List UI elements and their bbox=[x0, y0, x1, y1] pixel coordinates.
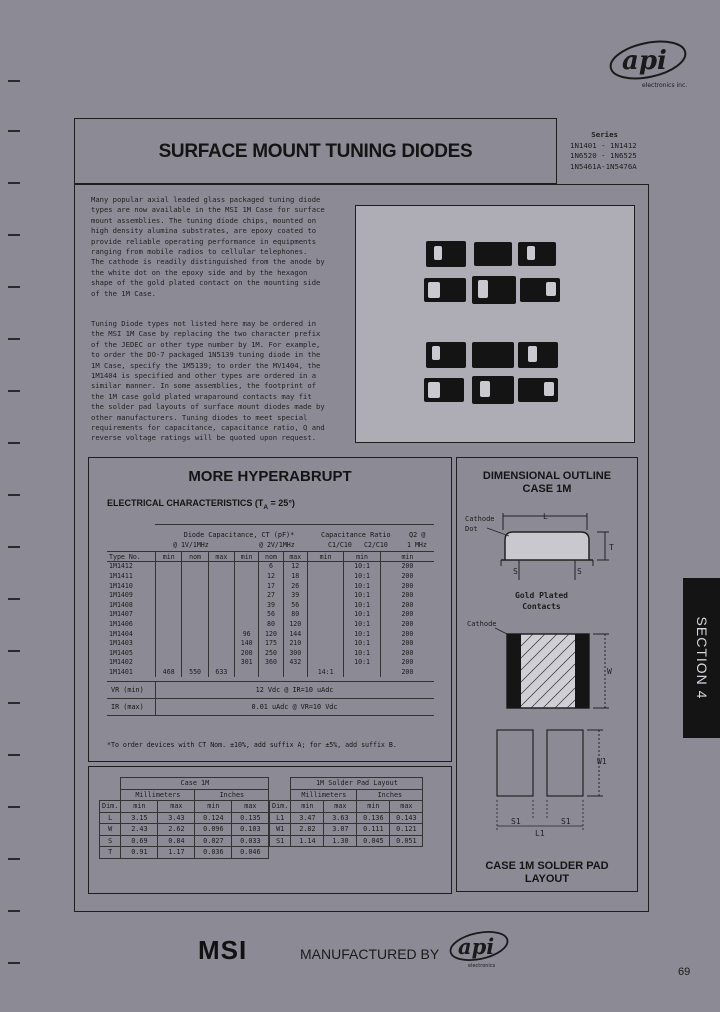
cathode-dot-label: Cathode Dot bbox=[465, 515, 495, 533]
margin-tick bbox=[8, 910, 20, 912]
outline-title: DIMENSIONAL OUTLINE CASE 1M bbox=[482, 470, 612, 495]
pad-title: 1M Solder Pad Layout bbox=[290, 777, 424, 790]
margin-tick bbox=[8, 962, 20, 964]
capacitance-group-header: Diode Capacitance, CT (pF)* bbox=[183, 531, 295, 539]
svg-text:api: api bbox=[458, 934, 494, 959]
label-S-right: S bbox=[577, 567, 582, 576]
electrical-characteristics-box: MORE HYPERABRUPT ELECTRICAL CHARACTERIST… bbox=[88, 457, 452, 762]
type-header: Type No. bbox=[109, 552, 141, 561]
product-photo bbox=[355, 205, 635, 443]
ratio-group-header: Capacitance Ratio bbox=[321, 531, 391, 539]
label-W1: W1 bbox=[597, 757, 607, 766]
logo-text: api bbox=[622, 46, 667, 76]
condition-1v: @ 1V/1MHz bbox=[173, 541, 209, 549]
cathode-label: Cathode bbox=[467, 620, 497, 628]
intro-paragraph: Tuning Diode types not listed here may b… bbox=[91, 319, 325, 443]
electrical-label: ELECTRICAL CHARACTERISTICS (TA = 25°) bbox=[107, 498, 295, 511]
margin-tick bbox=[8, 130, 20, 132]
label-L1: L1 bbox=[535, 829, 545, 838]
svg-text:electronics: electronics bbox=[468, 963, 496, 969]
api-logo: api electronics inc. bbox=[606, 38, 690, 90]
msi-brand: MSI bbox=[198, 935, 248, 965]
series-block: Series 1N1401 - 1N1412 1N6520 - 1N6525 1… bbox=[570, 130, 637, 172]
margin-tick bbox=[8, 806, 20, 808]
page-number: 69 bbox=[678, 966, 691, 978]
outline-drawing: L T S S W bbox=[486, 512, 614, 838]
hyperabrupt-heading: MORE HYPERABRUPT bbox=[188, 468, 352, 485]
vr-label: VR (min) bbox=[111, 686, 144, 694]
content-frame bbox=[74, 184, 649, 912]
margin-tick bbox=[8, 182, 20, 184]
margin-tick bbox=[8, 598, 20, 600]
margin-tick bbox=[8, 338, 20, 340]
margin-tick bbox=[8, 442, 20, 444]
intro-paragraph: Many popular axial leaded glass packaged… bbox=[91, 195, 325, 298]
gold-plated-label: Gold Plated Contacts bbox=[515, 591, 568, 611]
series-line: 1N6520 - 1N6525 bbox=[570, 151, 637, 160]
title-box: SURFACE MOUNT TUNING DIODES bbox=[74, 118, 557, 184]
label-T: T bbox=[609, 543, 614, 552]
footer-api-logo: api electronics bbox=[446, 928, 512, 970]
margin-tick bbox=[8, 390, 20, 392]
label-S-left: S bbox=[513, 567, 518, 576]
margin-tick bbox=[8, 546, 20, 548]
ratio-c1: C1/C10 bbox=[328, 541, 352, 549]
q-header: Q2 @ bbox=[409, 531, 426, 539]
series-line: 1N1401 - 1N1412 bbox=[570, 140, 637, 150]
case-title: Case 1M bbox=[120, 777, 270, 790]
ratio-c2: C2/C10 bbox=[364, 541, 388, 549]
label-S1-right: S1 bbox=[561, 817, 571, 826]
margin-tick bbox=[8, 494, 20, 496]
footnote: *To order devices with CT Nom. ±10%, add… bbox=[107, 741, 397, 749]
ir-value: 0.01 uAdc @ VR=10 Vdc bbox=[251, 703, 338, 711]
pad-dimension-table: 1M Solder Pad Layout Millimeters Inches … bbox=[268, 777, 424, 847]
label-S1-left: S1 bbox=[511, 817, 521, 826]
pad-layout-title: CASE 1M SOLDER PAD LAYOUT bbox=[485, 860, 609, 885]
condition-2v: @ 2V/1MHz bbox=[259, 541, 295, 549]
label-L: L bbox=[543, 512, 548, 521]
margin-tick bbox=[8, 754, 20, 756]
vr-value: 12 Vdc @ IR=10 uAdc bbox=[255, 686, 334, 694]
q-frequency: 1 MHz bbox=[407, 541, 427, 549]
logo-subtitle: electronics inc. bbox=[642, 82, 687, 89]
margin-tick bbox=[8, 80, 20, 82]
margin-tick bbox=[8, 650, 20, 652]
ir-label: IR (max) bbox=[111, 703, 144, 711]
page-title: SURFACE MOUNT TUNING DIODES bbox=[158, 141, 473, 162]
dimensional-outline-box: DIMENSIONAL OUTLINE CASE 1M L T S S bbox=[456, 457, 638, 892]
margin-tick bbox=[8, 858, 20, 860]
section-tab: SECTION 4 bbox=[683, 578, 720, 738]
label-W: W bbox=[607, 667, 612, 676]
margin-tick bbox=[8, 702, 20, 704]
margin-tick bbox=[8, 286, 20, 288]
manufactured-by: MANUFACTURED BY bbox=[300, 946, 440, 962]
margin-tick bbox=[8, 234, 20, 236]
section-tab-label: SECTION 4 bbox=[693, 616, 710, 700]
series-label: Series bbox=[591, 130, 618, 139]
series-line: 1N5461A-1N5476A bbox=[570, 161, 637, 171]
